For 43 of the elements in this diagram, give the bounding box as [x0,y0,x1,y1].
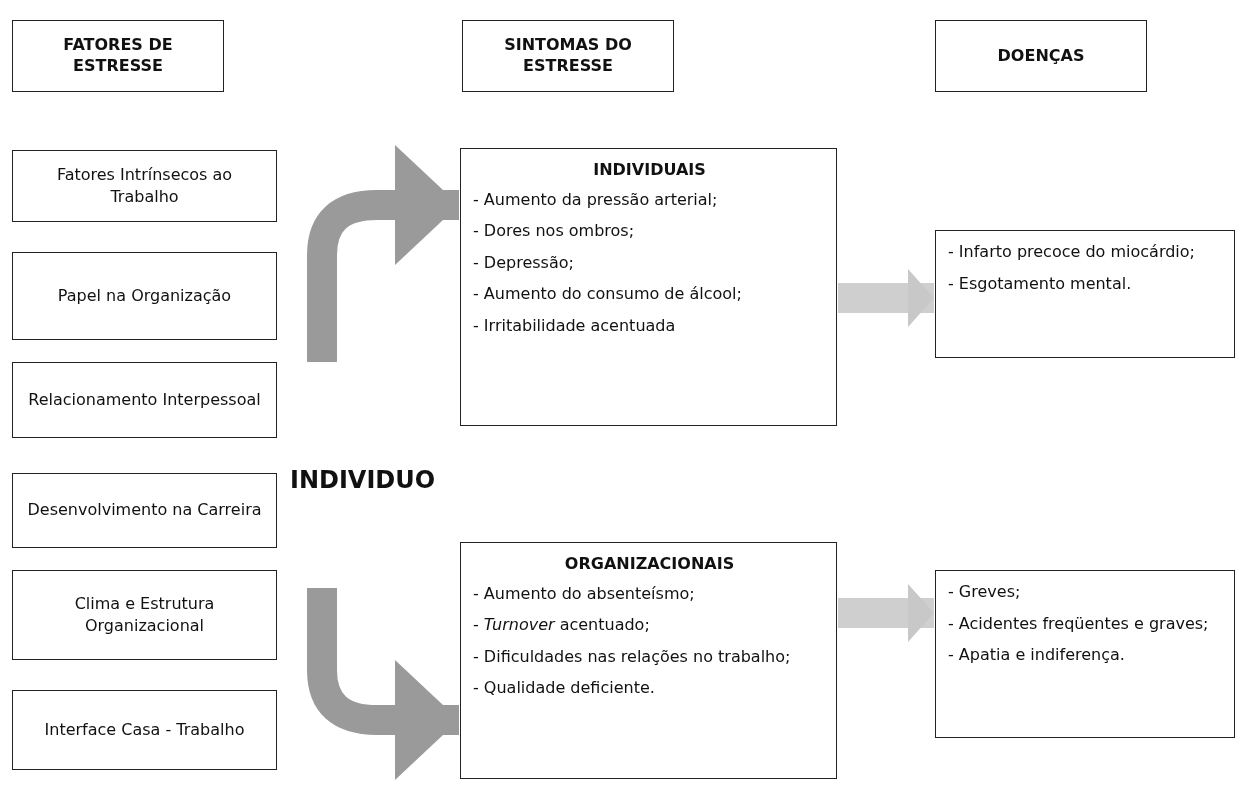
list-item: - Greves; [948,581,1022,603]
symptom-box [935,570,1235,738]
center-label: INDIVIDUO [290,466,436,494]
block-arrow [838,584,934,642]
column-header [462,20,674,92]
symptom-box [460,542,837,779]
header-text: FATORES DE ESTRESSE [62,35,174,77]
header-text: DOENÇAS [997,45,1085,67]
list-item: - Infarto precoce do miocárdio; [948,241,1196,263]
factor-box [12,690,277,770]
list-item: - Irritabilidade acentuada [473,314,677,337]
factor-label: Clima e Estrutura Organizacional [73,592,216,637]
symptom-box [935,230,1235,358]
list-item: - Dificuldades nas relações no trabalho; [473,645,792,668]
factor-box [12,473,277,548]
list-heading: ORGANIZACIONAIS [563,553,736,575]
header-text: SINTOMAS DO ESTRESSE [503,35,633,77]
list-item: - Apatia e indiferença. [948,644,1126,666]
factor-label: Interface Casa - Trabalho [44,718,245,741]
list-item: - Esgotamento mental. [948,272,1133,295]
factor-label: Relacionamento Interpessoal [28,388,261,411]
factor-box [12,570,277,660]
curved-arrow [307,588,459,780]
list-heading: INDIVIDUAIS [592,159,707,181]
curved-arrow [307,145,459,362]
list-item: - Turnover acentuado; [473,614,651,636]
factor-box [12,150,277,222]
factor-box [12,252,277,340]
list-item: - Qualidade deficiente. [473,677,656,699]
column-header [12,20,224,92]
list-item: - Dores nos ombros; [473,220,636,242]
list-item: - Acidentes freqüentes e graves; [948,612,1210,635]
column-header [935,20,1147,92]
list-item: - Aumento do consumo de álcool; [473,283,743,305]
list-item: - Aumento do absenteísmo; [473,582,696,605]
factor-box [12,362,277,438]
list-item: - Aumento da pressão arterial; [473,188,719,211]
factor-label: Fatores Intrínsecos ao Trabalho [55,163,234,208]
factor-label: Desenvolvimento na Carreira [27,499,262,522]
factor-label: Papel na Organização [57,284,232,307]
block-arrow [838,269,934,327]
symptom-box [460,148,837,426]
list-item: - Depressão; [473,251,575,274]
